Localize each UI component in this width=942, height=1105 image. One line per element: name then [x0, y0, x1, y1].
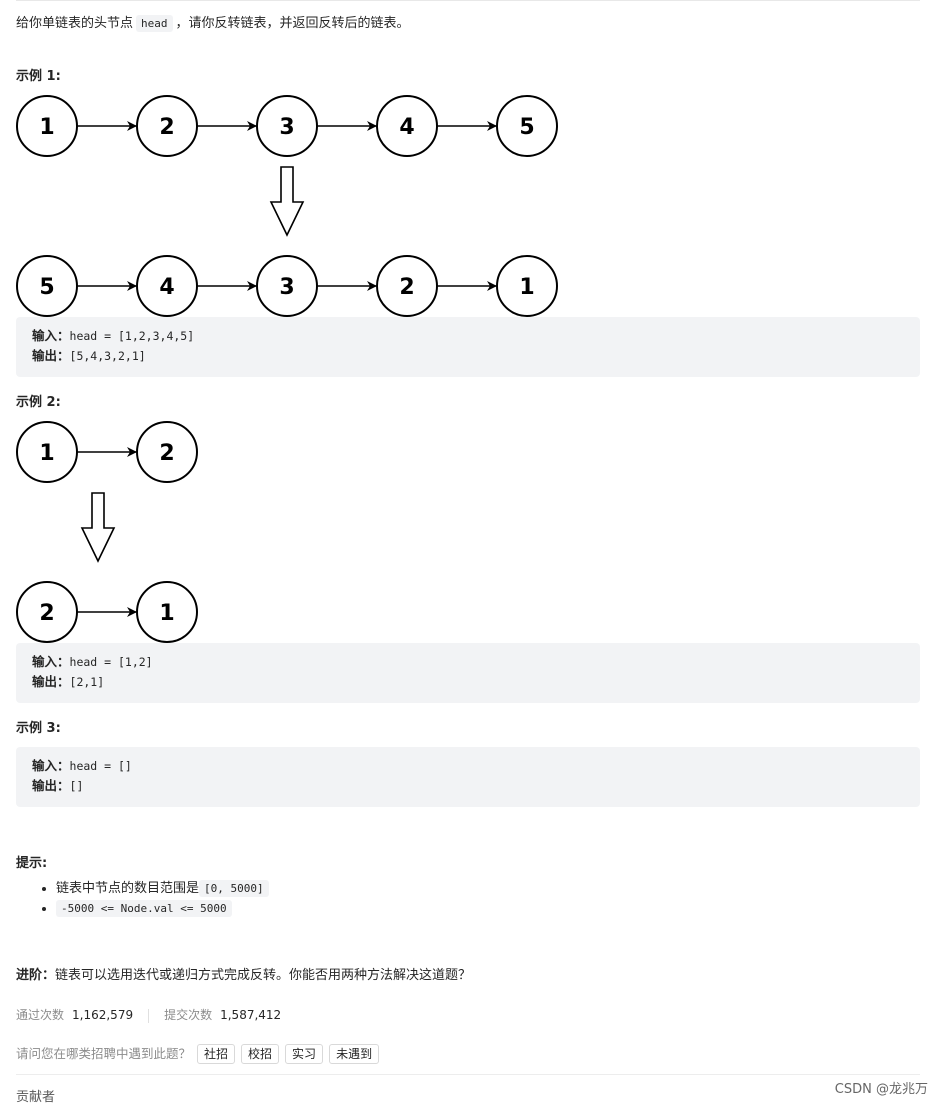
output-label: 输出： [32, 674, 70, 689]
output-label: 输出： [32, 778, 70, 793]
submitted-label: 提交次数 [164, 1008, 213, 1022]
node-value: 4 [399, 115, 414, 140]
list-node: 2 [136, 421, 198, 483]
linked-list-after: 2 1 [16, 581, 198, 643]
example-3-output: 输出：[] [32, 776, 904, 796]
output-value: [2,1] [69, 675, 105, 689]
submitted-value: 1,587,412 [220, 1008, 282, 1022]
node-value: 2 [39, 601, 54, 626]
stats-separator [148, 1008, 150, 1023]
example-3-code: 输入：head = [] 输出：[] [16, 747, 920, 807]
list-node: 2 [376, 255, 438, 317]
accepted-label: 通过次数 [16, 1008, 65, 1022]
interview-source: 请问您在哪类招聘中遇到此题？ 社招校招实习未遇到 [16, 1043, 380, 1064]
list-node: 5 [496, 95, 558, 157]
output-value: [5,4,3,2,1] [69, 349, 146, 363]
list-node: 2 [136, 95, 198, 157]
option-campus-recruit-button[interactable]: 校招 [241, 1044, 280, 1064]
option-social-recruit-button[interactable]: 社招 [197, 1044, 236, 1064]
description-text-1: 给你单链表的头节点 [16, 16, 134, 31]
hint-item: -5000 <= Node.val <= 5000 [56, 899, 269, 919]
list-node: 2 [16, 581, 78, 643]
example-3-title: 示例 3: [16, 721, 61, 736]
output-label: 输出： [32, 348, 70, 363]
list-node: 4 [376, 95, 438, 157]
node-value: 5 [39, 275, 54, 300]
node-value: 1 [39, 115, 54, 140]
interview-question: 请问您在哪类招聘中遇到此题？ [16, 1046, 192, 1061]
description-code: head [136, 15, 173, 32]
node-value: 1 [39, 441, 54, 466]
reverse-arrow [269, 166, 305, 237]
list-node: 1 [16, 95, 78, 157]
input-value: head = [] [69, 759, 132, 773]
example-2-diagram: 1 2 2 1 [16, 421, 198, 643]
input-value: head = [1,2,3,4,5] [69, 329, 195, 343]
hint-code: -5000 <= Node.val <= 5000 [56, 900, 232, 917]
list-node: 3 [256, 255, 318, 317]
node-value: 4 [159, 275, 174, 300]
example-3-input: 输入：head = [] [32, 756, 904, 776]
option-not-encountered-button[interactable]: 未遇到 [329, 1044, 380, 1064]
accepted-value: 1,162,579 [72, 1008, 134, 1022]
linked-list-after: 5 4 3 2 1 [16, 255, 558, 317]
example-2-input: 输入：head = [1,2] [32, 652, 904, 672]
node-value: 2 [159, 441, 174, 466]
node-value: 2 [159, 115, 174, 140]
node-value: 3 [279, 115, 294, 140]
output-value: [] [69, 779, 84, 793]
list-node: 5 [16, 255, 78, 317]
hint-code: [0, 5000] [199, 880, 269, 897]
example-1-input: 输入：head = [1,2,3,4,5] [32, 326, 904, 346]
input-label: 输入： [32, 758, 70, 773]
description-text-2: ，请你反转链表，并返回反转后的链表。 [175, 16, 410, 31]
watermark: CSDN @龙兆万 [834, 1082, 928, 1097]
input-label: 输入： [32, 328, 70, 343]
example-1-code: 输入：head = [1,2,3,4,5] 输出：[5,4,3,2,1] [16, 317, 920, 377]
top-divider [16, 0, 920, 1]
example-1-output: 输出：[5,4,3,2,1] [32, 346, 904, 366]
input-label: 输入： [32, 654, 70, 669]
contributors-label[interactable]: 贡献者 [16, 1090, 56, 1105]
node-value: 1 [519, 275, 534, 300]
node-value: 2 [399, 275, 414, 300]
list-node: 1 [496, 255, 558, 317]
example-1-diagram: 1 2 3 4 5 5 4 3 2 1 [16, 95, 558, 317]
example-2-code: 输入：head = [1,2] 输出：[2,1] [16, 643, 920, 703]
linked-list-before: 1 2 3 4 5 [16, 95, 558, 157]
list-node: 1 [16, 421, 78, 483]
input-value: head = [1,2] [69, 655, 153, 669]
section-divider [16, 1074, 920, 1075]
follow-up-text: 链表可以选用迭代或递归方式完成反转。你能否用两种方法解决这道题？ [55, 968, 472, 983]
node-value: 3 [279, 275, 294, 300]
hint-text: 链表中节点的数目范围是 [56, 881, 200, 896]
follow-up-label: 进阶： [16, 968, 56, 983]
reverse-arrow [80, 492, 116, 563]
submission-stats: 通过次数 1,162,579 提交次数 1,587,412 [16, 1006, 281, 1023]
hint-item: 链表中节点的数目范围是[0, 5000] [56, 879, 269, 899]
linked-list-before: 1 2 [16, 421, 198, 483]
list-node: 4 [136, 255, 198, 317]
example-2-output: 输出：[2,1] [32, 672, 904, 692]
example-2-title: 示例 2: [16, 395, 61, 410]
hints-title: 提示: [16, 856, 48, 871]
option-internship-button[interactable]: 实习 [285, 1044, 324, 1064]
node-value: 5 [519, 115, 534, 140]
example-1-title: 示例 1: [16, 69, 61, 84]
follow-up: 进阶：链表可以选用迭代或递归方式完成反转。你能否用两种方法解决这道题？ [16, 964, 471, 983]
list-node: 3 [256, 95, 318, 157]
node-value: 1 [159, 601, 174, 626]
hints-list: 链表中节点的数目范围是[0, 5000] -5000 <= Node.val <… [16, 879, 269, 919]
list-node: 1 [136, 581, 198, 643]
